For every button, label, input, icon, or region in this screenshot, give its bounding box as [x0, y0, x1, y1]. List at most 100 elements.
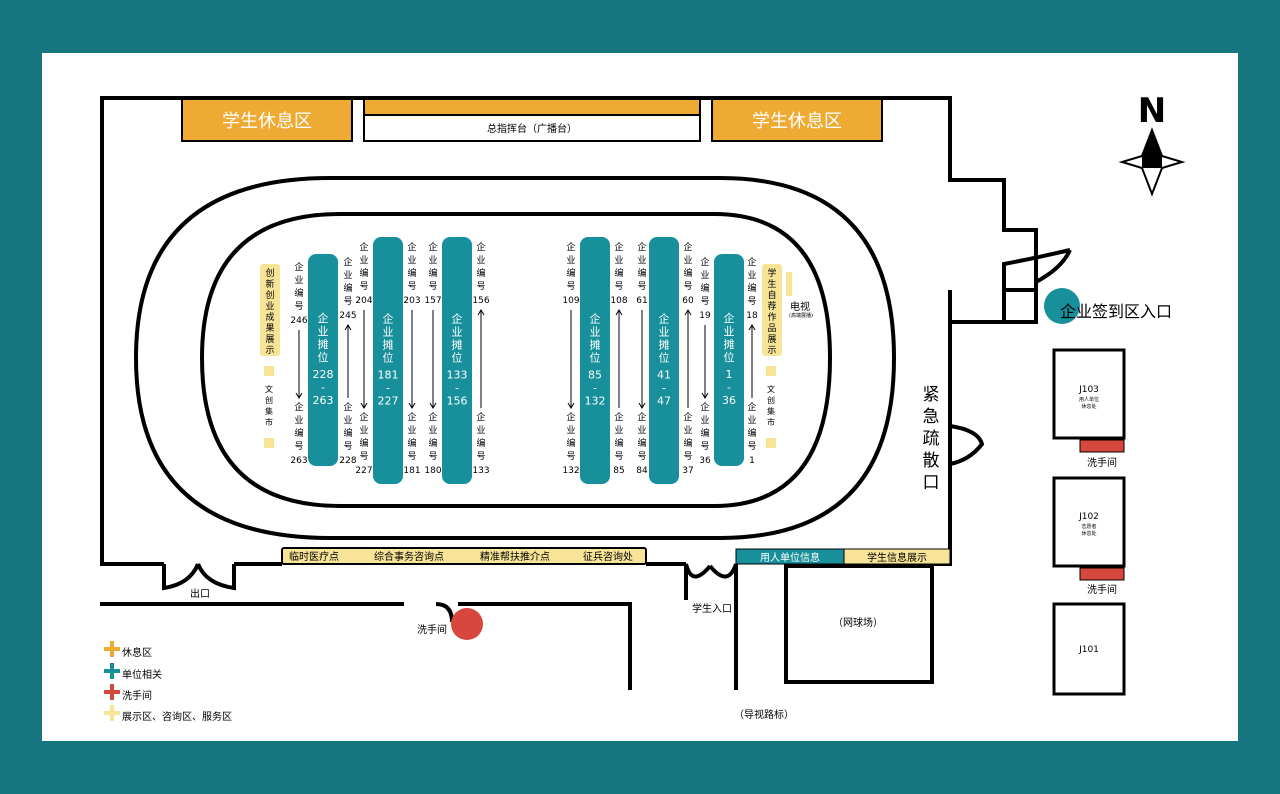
booth-range: 228 [313, 368, 334, 381]
svg-text:休息处: 休息处 [1081, 530, 1096, 537]
innovation-display-char: 展 [265, 334, 274, 345]
company-no-bottom-char: 业 [637, 425, 646, 436]
company-no-bottom-char: 编 [343, 427, 352, 439]
washroom-label-bottom: 洗手间 [417, 623, 447, 636]
number-arrow-head [295, 392, 303, 399]
number-arrow-head [360, 402, 368, 409]
cultural-market-char-right: 市 [767, 417, 775, 427]
booth-range: 41 [657, 369, 671, 382]
booth-range: - [662, 382, 666, 395]
service-bar: 临时医疗点 综合事务咨询点 精准帮扶推介点 征兵咨询处 [281, 547, 647, 565]
company-no-top-char: 号 [566, 281, 575, 292]
booth-label-char: 位 [724, 350, 735, 364]
company-no-top-char: 编 [407, 267, 416, 279]
company-no-bottom-num: 181 [403, 466, 420, 476]
company-no-bottom-char: 号 [294, 441, 303, 452]
company-no-top-char: 编 [747, 282, 756, 294]
company-no-top-char: 编 [359, 267, 368, 279]
booth-6 [714, 254, 744, 466]
company-no-bottom-char: 号 [476, 451, 485, 462]
compass-icon: N [1118, 91, 1186, 197]
svg-text:疏: 疏 [923, 429, 940, 449]
company-no-top-char: 企 [428, 241, 437, 253]
company-no-bottom-char: 企 [476, 411, 485, 423]
tv-marker [786, 272, 792, 296]
company-no-bottom-num: 37 [682, 466, 693, 476]
booth-area: 企业摊位228-263企业摊位181-227企业摊位133-156企业摊位85-… [260, 237, 813, 484]
booth-range: - [321, 381, 325, 394]
booth-range: 156 [447, 395, 468, 408]
command-desk: 总指挥台（广播台） [363, 98, 701, 142]
building-j101: J101 [1052, 602, 1126, 696]
number-arrow-head [748, 324, 756, 331]
company-no-top-num: 157 [424, 296, 441, 306]
tv-label: 电视 [790, 300, 810, 313]
company-no-bottom-num: 228 [339, 456, 356, 466]
number-arrow-head [477, 309, 485, 316]
signin-label: 企业签到区入口 [1060, 302, 1172, 321]
company-no-top-char: 编 [428, 267, 437, 279]
company-no-bottom-char: 编 [700, 427, 709, 439]
company-no-bottom-char: 企 [294, 401, 303, 413]
company-no-bottom-char: 编 [294, 427, 303, 439]
running-track [133, 176, 897, 540]
booth-range: 47 [657, 395, 671, 408]
booth-range: 227 [378, 395, 399, 408]
washroom-label-j103: 洗手间 [1087, 456, 1117, 469]
cultural-market-char: 文 [265, 384, 273, 394]
company-no-bottom-char: 业 [343, 415, 352, 426]
booth-label-char: 企 [724, 311, 735, 325]
svg-text:用人单位: 用人单位 [1079, 396, 1099, 403]
guide-sign-label: （导视路标） [734, 708, 794, 721]
company-no-bottom-char: 企 [359, 411, 368, 423]
compass-north-label: N [1138, 91, 1166, 131]
company-no-top-num: 204 [355, 296, 372, 306]
booth-label-char: 企 [590, 312, 601, 326]
company-no-bottom-char: 编 [566, 437, 575, 449]
svg-text:休息处: 休息处 [1081, 403, 1096, 410]
company-no-top-char: 业 [637, 255, 646, 266]
booth-label-char: 企 [318, 311, 329, 325]
student-works-char: 展 [767, 334, 776, 345]
svg-text:散: 散 [923, 451, 940, 471]
company-no-bottom-char: 业 [700, 415, 709, 426]
company-no-top-char: 业 [476, 255, 485, 266]
innovation-display-char: 创 [265, 289, 274, 301]
company-no-top-char: 企 [614, 241, 623, 253]
svg-text:口: 口 [923, 473, 940, 493]
washroom-marker [451, 608, 483, 640]
company-no-bottom-char: 企 [614, 411, 623, 423]
company-no-top-char: 企 [407, 241, 416, 253]
cultural-market-char-right: 创 [767, 395, 775, 405]
booth-range: 263 [313, 394, 334, 407]
company-no-top-char: 号 [747, 296, 756, 307]
company-no-top-char: 企 [294, 261, 303, 273]
company-no-top-char: 业 [683, 255, 692, 266]
legend: 休息区 单位相关 洗手间 展示区、咨询区、服务区 [104, 641, 232, 723]
legend-item-rest: 休息区 [104, 641, 152, 659]
number-arrow-head [684, 309, 692, 316]
company-no-bottom-char: 业 [747, 415, 756, 426]
cultural-market-char-right: 文 [767, 384, 775, 394]
booth-label-char: 业 [659, 326, 670, 339]
company-no-bottom-char: 业 [566, 425, 575, 436]
company-no-top-char: 企 [566, 241, 575, 253]
booth-5 [649, 237, 679, 484]
company-no-bottom-char: 业 [359, 425, 368, 436]
booth-label-char: 业 [590, 326, 601, 339]
map-paper [42, 53, 1238, 741]
company-no-top-char: 编 [683, 267, 692, 279]
svg-text:J102: J102 [1078, 512, 1099, 522]
booth-label-char: 摊 [724, 337, 735, 351]
emergency-exit-label: 紧 急 疏 散 口 [923, 385, 940, 493]
company-no-bottom-char: 业 [428, 425, 437, 436]
booth-label-char: 业 [452, 326, 463, 339]
company-no-bottom-num: 180 [424, 466, 441, 476]
company-no-top-char: 号 [407, 281, 416, 292]
company-no-bottom-char: 编 [407, 437, 416, 449]
student-works-char: 品 [767, 323, 776, 334]
company-no-bottom-num: 132 [562, 466, 579, 476]
company-no-bottom-char: 编 [428, 437, 437, 449]
company-no-bottom-char: 业 [407, 425, 416, 436]
service-consult: 综合事务咨询点 [374, 550, 444, 563]
